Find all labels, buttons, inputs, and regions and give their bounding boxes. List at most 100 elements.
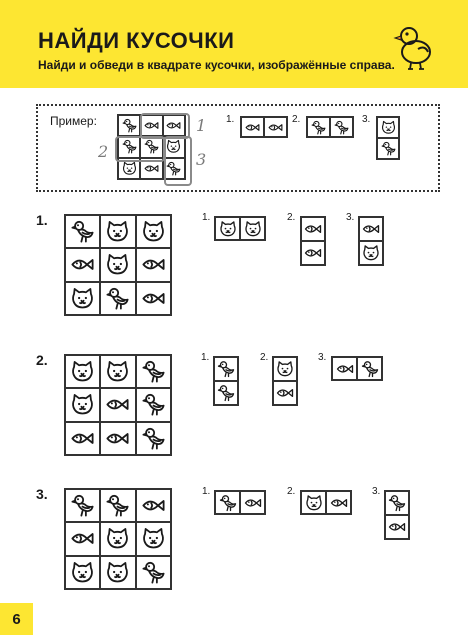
cell-fish[interactable] xyxy=(65,248,101,282)
task-1-piece-1[interactable] xyxy=(214,216,266,241)
cell-fish[interactable] xyxy=(135,489,171,523)
task-3-piece-3[interactable] xyxy=(384,490,410,540)
cell-fish[interactable] xyxy=(65,522,101,556)
task-1-piece-2[interactable] xyxy=(300,216,326,266)
cell-cat[interactable] xyxy=(273,357,297,381)
cell-fish[interactable] xyxy=(273,381,297,405)
task-1-piece-3[interactable] xyxy=(358,216,384,266)
cell-bird[interactable] xyxy=(214,357,238,381)
cell-bird[interactable] xyxy=(307,117,330,137)
task-grid-3[interactable] xyxy=(64,488,172,590)
bird-icon xyxy=(140,559,167,586)
cell-fish[interactable] xyxy=(100,388,136,422)
cell-cat[interactable] xyxy=(118,157,141,179)
bird-icon xyxy=(380,140,397,157)
cell-fish[interactable] xyxy=(359,217,383,241)
cell-fish[interactable] xyxy=(326,491,351,514)
cell-fish[interactable] xyxy=(240,491,265,514)
task-2-piece-2[interactable] xyxy=(272,356,298,406)
cell-fish[interactable] xyxy=(241,117,264,137)
task-number-1: 1. xyxy=(36,212,48,228)
cell-bird[interactable] xyxy=(135,355,171,389)
cell-bird[interactable] xyxy=(65,489,101,523)
cell-fish[interactable] xyxy=(301,217,325,241)
bird-icon xyxy=(104,492,131,519)
cell-bird[interactable] xyxy=(385,491,409,515)
cell-bird[interactable] xyxy=(377,138,399,159)
task-2-piece-3[interactable] xyxy=(331,356,383,381)
bird-icon xyxy=(140,391,167,418)
cell-bird[interactable] xyxy=(215,491,240,514)
cell-cat[interactable] xyxy=(240,217,265,240)
cell-bird[interactable] xyxy=(162,157,185,179)
cell-fish[interactable] xyxy=(264,117,287,137)
cell-fish[interactable] xyxy=(140,157,163,179)
cell-bird[interactable] xyxy=(135,388,171,422)
task-3-piece-1[interactable] xyxy=(214,490,266,515)
cat-icon xyxy=(380,119,397,136)
task-1-piece-label-3: 3. xyxy=(346,212,355,223)
example-piece-1[interactable] xyxy=(240,116,288,138)
cell-fish[interactable] xyxy=(135,248,171,282)
cell-cat[interactable] xyxy=(135,522,171,556)
cell-cat[interactable] xyxy=(100,355,136,389)
cell-bird[interactable] xyxy=(357,357,382,380)
fish-icon xyxy=(267,119,284,136)
task-grid-1[interactable] xyxy=(64,214,172,316)
fish-icon xyxy=(143,160,160,177)
cell-fish[interactable] xyxy=(100,421,136,455)
cell-bird[interactable] xyxy=(100,489,136,523)
fish-icon xyxy=(104,425,131,452)
example-piece-3[interactable] xyxy=(376,116,400,160)
task-grid-2[interactable] xyxy=(64,354,172,456)
example-grid[interactable] xyxy=(117,114,186,180)
cell-bird[interactable] xyxy=(65,215,101,249)
cell-cat[interactable] xyxy=(301,491,326,514)
cell-cat[interactable] xyxy=(65,281,101,315)
bird-icon xyxy=(69,492,96,519)
bird-icon xyxy=(387,493,407,513)
cell-fish[interactable] xyxy=(162,115,185,137)
cell-bird[interactable] xyxy=(118,115,141,137)
bird-icon xyxy=(143,138,160,155)
task-1-piece-label-1: 1. xyxy=(202,212,211,223)
cell-cat[interactable] xyxy=(135,215,171,249)
cell-bird[interactable] xyxy=(330,117,353,137)
cell-fish[interactable] xyxy=(301,241,325,265)
cell-bird[interactable] xyxy=(214,381,238,405)
fish-icon xyxy=(69,525,96,552)
fish-icon xyxy=(335,359,355,379)
bird-icon xyxy=(333,119,350,136)
cell-cat[interactable] xyxy=(65,555,101,589)
cell-fish[interactable] xyxy=(135,281,171,315)
cat-icon xyxy=(104,218,131,245)
bird-icon xyxy=(121,117,138,134)
cell-fish[interactable] xyxy=(385,515,409,539)
cell-fish[interactable] xyxy=(332,357,357,380)
cat-icon xyxy=(361,243,381,263)
task-2-piece-1[interactable] xyxy=(213,356,239,406)
cell-cat[interactable] xyxy=(65,355,101,389)
cell-bird[interactable] xyxy=(135,421,171,455)
task-1-piece-label-2: 2. xyxy=(287,212,296,223)
task-2-piece-label-2: 2. xyxy=(260,352,269,363)
cell-cat[interactable] xyxy=(215,217,240,240)
page-subtitle: Найди и обведи в квадрате кусочки, изобр… xyxy=(38,58,395,72)
pencil-number-2: 2 xyxy=(98,142,109,161)
cat-icon xyxy=(104,251,131,278)
cell-cat[interactable] xyxy=(100,522,136,556)
cell-bird[interactable] xyxy=(135,555,171,589)
cat-icon xyxy=(243,219,263,239)
cell-cat[interactable] xyxy=(359,241,383,265)
cell-bird[interactable] xyxy=(100,281,136,315)
cell-cat[interactable] xyxy=(100,215,136,249)
task-3-piece-2[interactable] xyxy=(300,490,352,515)
cell-cat[interactable] xyxy=(100,248,136,282)
cell-cat[interactable] xyxy=(65,388,101,422)
cell-fish[interactable] xyxy=(140,115,163,137)
cat-icon xyxy=(165,138,182,155)
cell-cat[interactable] xyxy=(100,555,136,589)
example-piece-2[interactable] xyxy=(306,116,354,138)
cell-fish[interactable] xyxy=(65,421,101,455)
cell-cat[interactable] xyxy=(377,117,399,138)
